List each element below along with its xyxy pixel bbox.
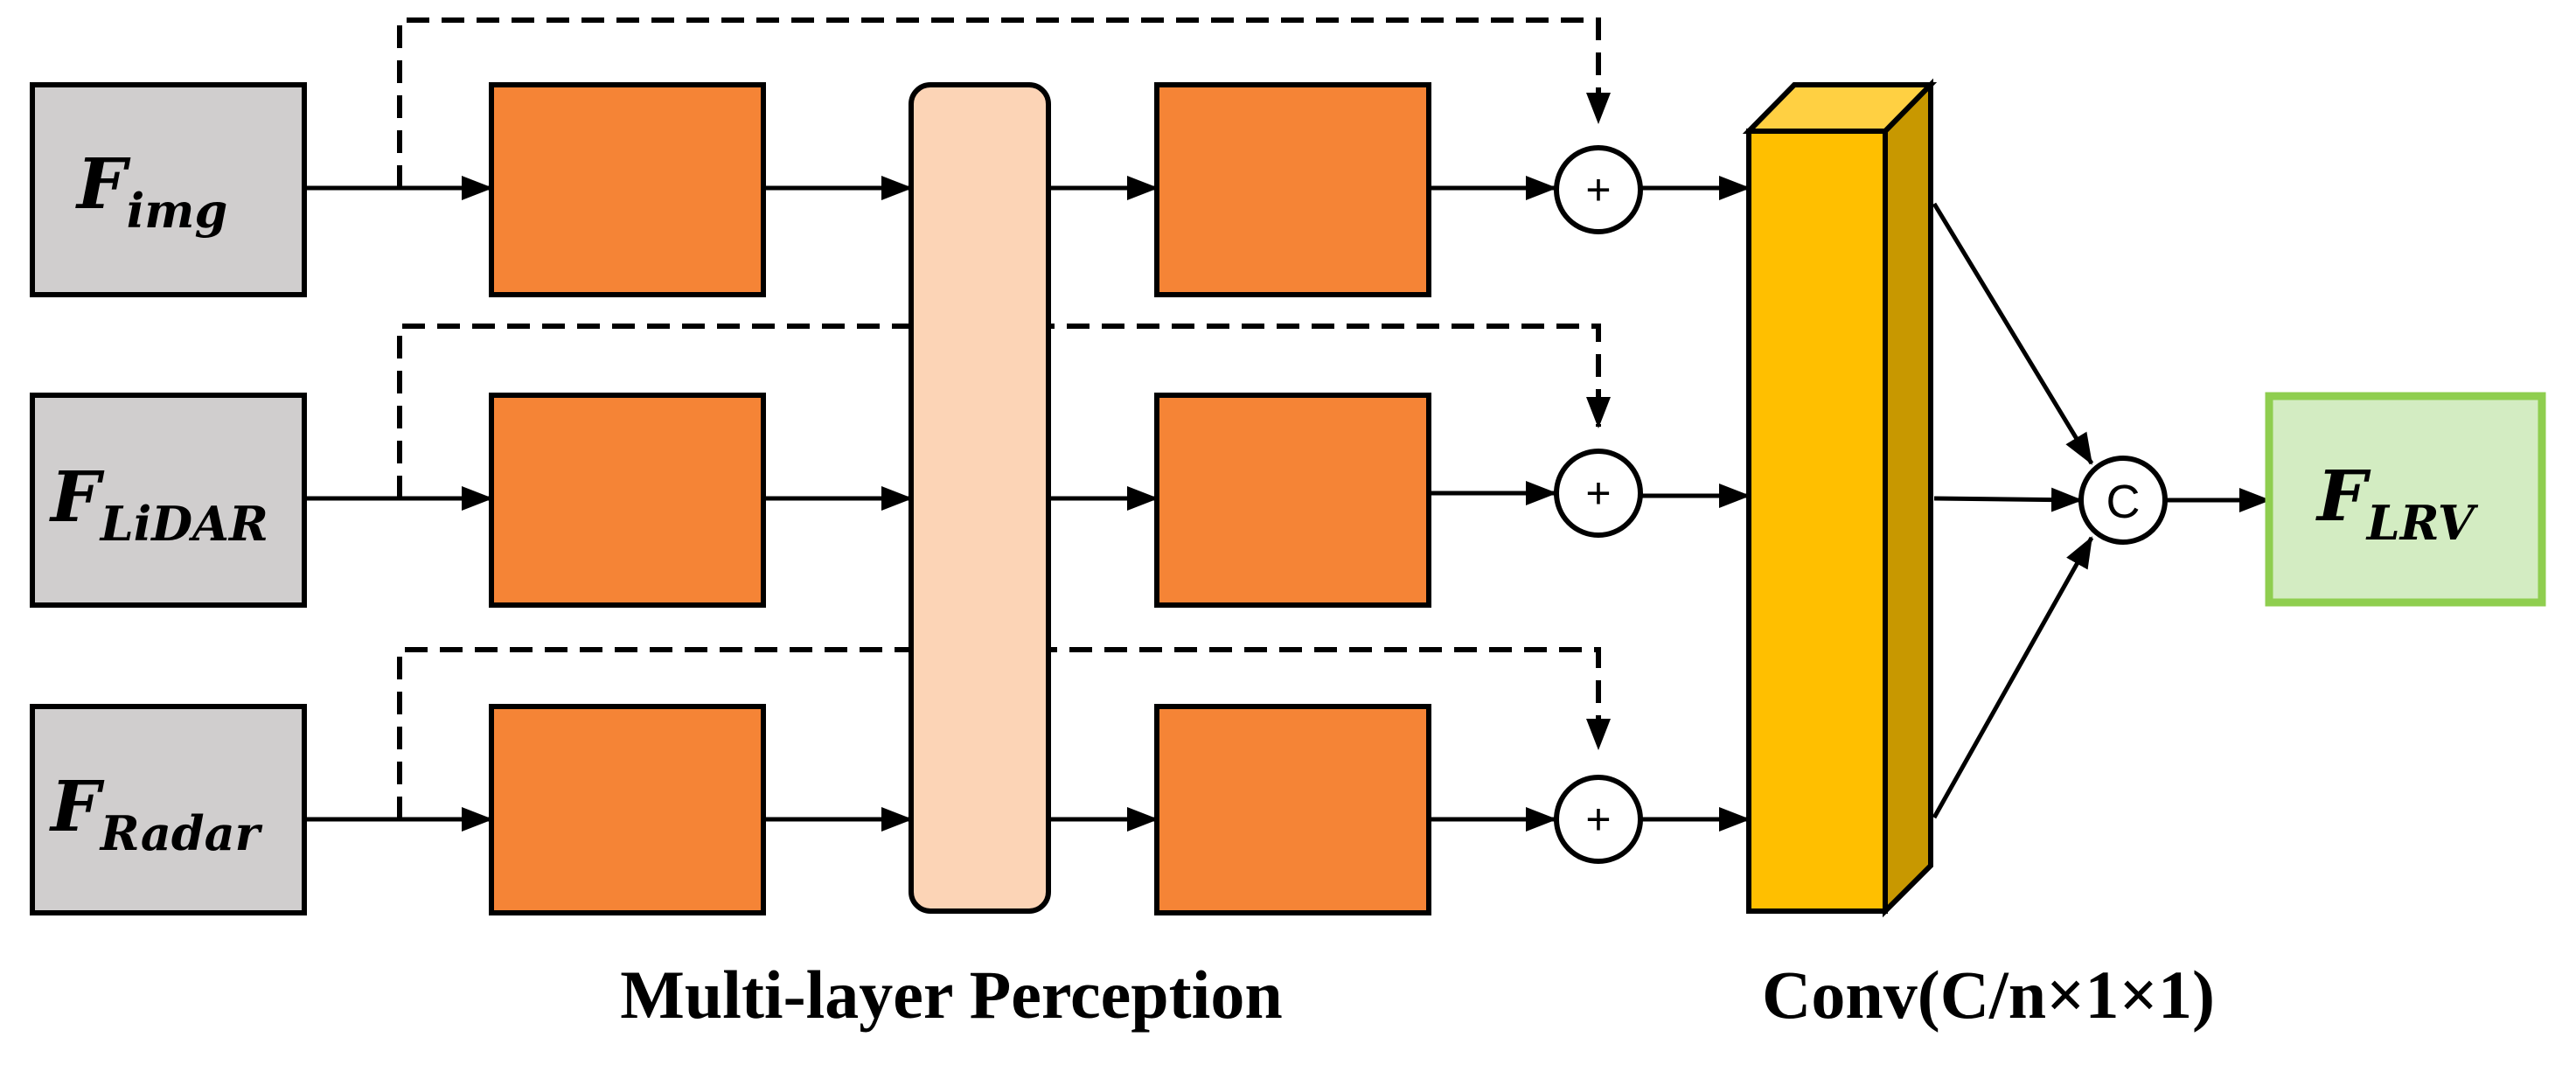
post-mlp-block-lidar xyxy=(1154,393,1431,608)
add-symbol: + xyxy=(1585,165,1611,214)
arrow-conv-to-concat-top xyxy=(1932,202,2094,465)
input-label-lidar: FLiDAR xyxy=(49,456,268,552)
add-operators: + + + xyxy=(1554,145,1643,864)
input-label-img: Fimg xyxy=(75,143,227,239)
add-operator-radar: + xyxy=(1554,775,1643,864)
add-operator-lidar: + xyxy=(1554,449,1643,538)
pre-mlp-block-radar xyxy=(489,704,766,915)
concat-operator: C xyxy=(2078,456,2168,545)
arrow-conv-to-concat-bot xyxy=(1932,536,2094,819)
add-symbol: + xyxy=(1585,469,1611,518)
mlp-caption: Multi-layer Perception xyxy=(620,957,1282,1033)
input-boxes xyxy=(30,82,307,915)
input-box-img xyxy=(30,82,307,297)
skip-connection-radar xyxy=(397,647,1611,819)
add-symbol: + xyxy=(1585,795,1611,844)
skip-connection-img xyxy=(397,17,1611,188)
post-mlp-block-radar xyxy=(1154,704,1431,915)
conv-block xyxy=(1742,78,1938,918)
input-box-radar xyxy=(30,704,307,915)
input-label-radar: FRadar xyxy=(49,765,263,861)
conv-block-side xyxy=(1883,78,1933,918)
output-box xyxy=(2265,392,2546,607)
conv-block-front xyxy=(1746,129,1888,914)
conv-caption: Conv(C/n×1×1) xyxy=(1762,957,2215,1033)
mlp-block xyxy=(909,82,1051,914)
pre-mlp-block-img xyxy=(489,82,766,297)
add-operator-img: + xyxy=(1554,145,1643,234)
concat-symbol: C xyxy=(2106,476,2141,528)
pre-mlp-block-lidar xyxy=(489,393,766,608)
arrow-conv-to-concat-mid xyxy=(1933,487,2083,512)
flow-arrows xyxy=(304,176,2271,832)
output-label: FLRV xyxy=(2315,455,2479,551)
post-mlp-block-img xyxy=(1154,82,1431,297)
